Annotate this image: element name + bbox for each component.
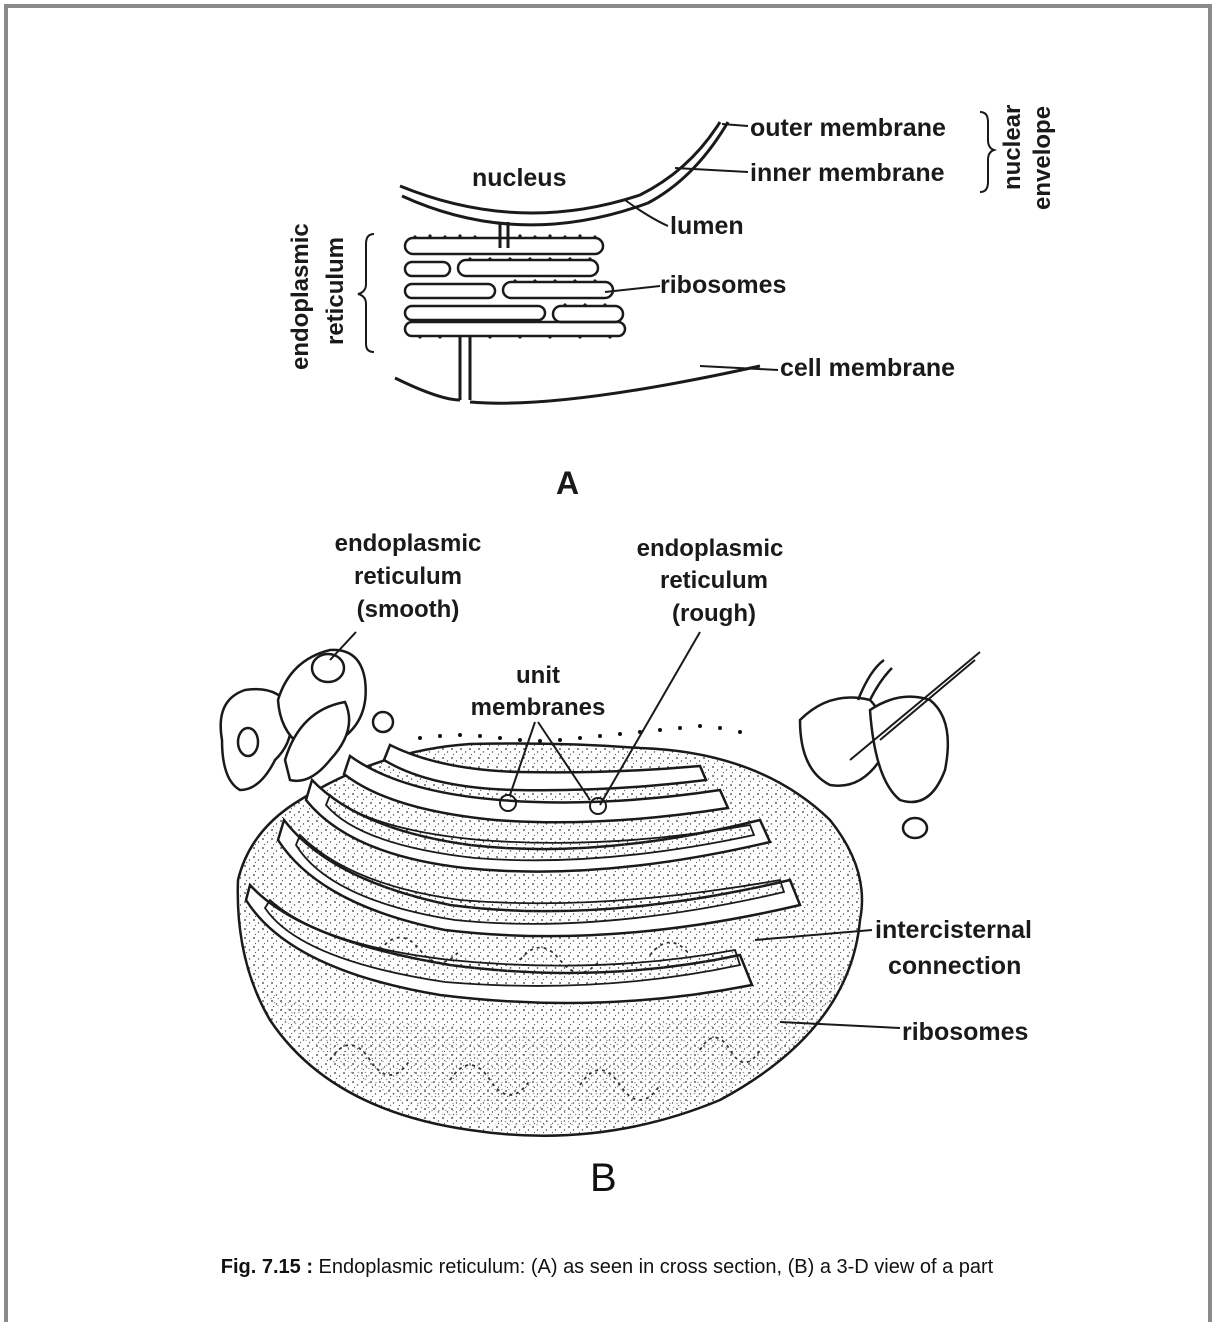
label-nuclear: nuclear	[999, 105, 1026, 190]
label-cell-membrane: cell membrane	[780, 354, 955, 382]
er-bracket	[358, 234, 374, 352]
ribosome-dots-b	[418, 724, 742, 743]
er-channel-lower	[460, 336, 470, 400]
label-rough-line1: endoplasmic	[637, 535, 784, 562]
label-inner-membrane: inner membrane	[750, 159, 945, 187]
er-channel-upper	[500, 222, 508, 248]
label-unit-line1: unit	[516, 662, 560, 689]
cell-membrane	[395, 366, 760, 403]
envelope-bracket	[980, 112, 994, 192]
panel-label-b: B	[590, 1156, 617, 1201]
caption-prefix: Fig. 7.15 :	[221, 1256, 313, 1278]
label-envelope: envelope	[1029, 106, 1056, 210]
label-ribosomes-a: ribosomes	[660, 271, 786, 299]
label-rough-line2: reticulum	[660, 567, 768, 594]
er-cisternae	[405, 238, 625, 336]
label-er-line2: reticulum	[322, 237, 349, 345]
label-nucleus: nucleus	[472, 164, 566, 192]
label-intercisternal-line1: intercisternal	[875, 916, 1032, 944]
label-unit-line2: membranes	[471, 694, 606, 721]
label-outer-membrane: outer membrane	[750, 114, 946, 142]
caption-text: Endoplasmic reticulum: (A) as seen in cr…	[313, 1256, 993, 1278]
label-smooth-line1: endoplasmic	[335, 530, 482, 557]
label-lumen: lumen	[670, 212, 744, 240]
label-er-line1: endoplasmic	[287, 223, 314, 370]
panel-label-a: A	[556, 465, 579, 501]
label-smooth-line3: (smooth)	[357, 596, 460, 623]
label-smooth-line2: reticulum	[354, 563, 462, 590]
label-intercisternal-line2: connection	[888, 952, 1021, 980]
label-rough-line3: (rough)	[672, 600, 756, 627]
figure-caption: Fig. 7.15 : Endoplasmic reticulum: (A) a…	[0, 1256, 1214, 1279]
label-ribosomes-b: ribosomes	[902, 1018, 1028, 1046]
